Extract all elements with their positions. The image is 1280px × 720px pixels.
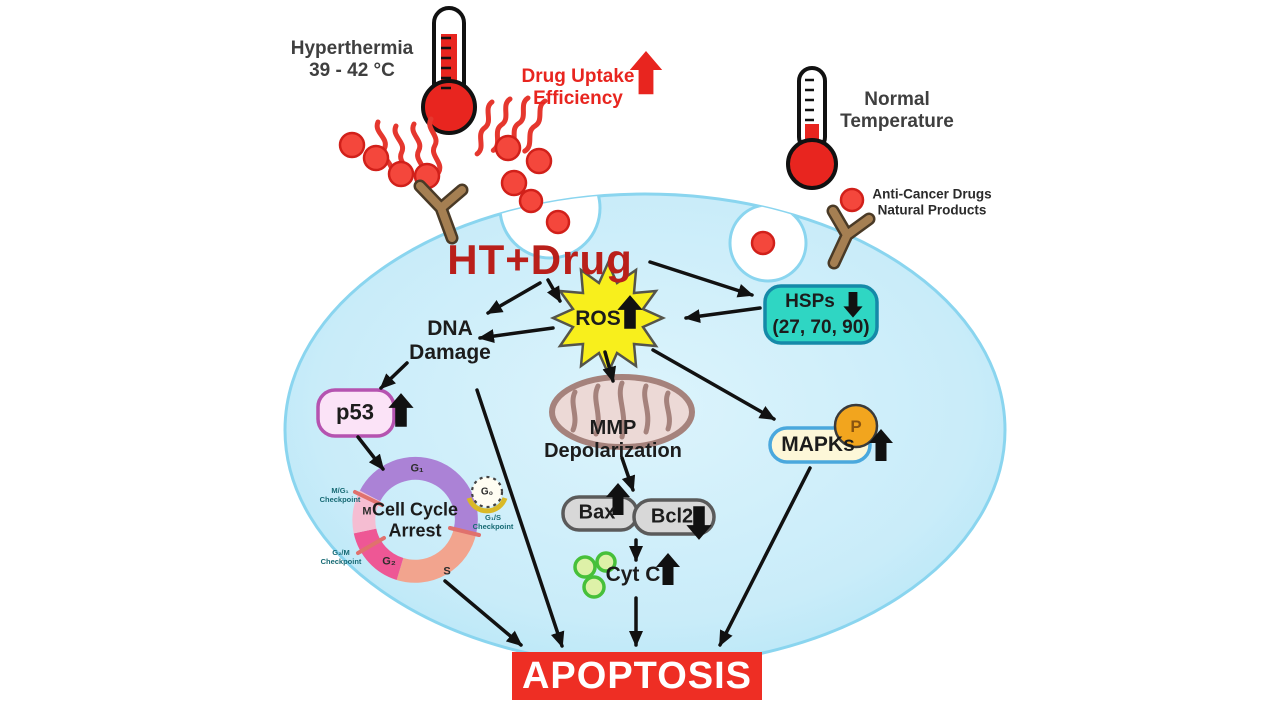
- g0-circle-icon: [466, 475, 508, 514]
- phosphate-badge: [833, 403, 879, 449]
- p53-label: p53: [336, 399, 374, 425]
- checkpoint-tick-icon: [353, 490, 481, 555]
- cytc-molecules-icon: [573, 551, 617, 599]
- phase-g1-label: G₁: [410, 462, 424, 475]
- cell-cycle-diagram: [352, 456, 478, 583]
- drug-particle-icon: [338, 131, 865, 256]
- ros-starburst-icon: [549, 259, 667, 377]
- mapks-label: MAPKs: [781, 432, 855, 456]
- phase-m-label: M: [362, 505, 372, 518]
- phase-g2-label: G₂: [382, 555, 396, 568]
- dna-damage-label: DNA Damage: [409, 316, 491, 364]
- mitochondria-icon: [549, 374, 695, 450]
- hsps-members-label: (27, 70, 90): [772, 317, 870, 339]
- hsps-label: HSPs: [785, 291, 835, 313]
- checkpoint-g1s-label: G₁/S Checkpoint: [472, 513, 514, 531]
- receptor-icon: [413, 179, 876, 270]
- phase-g0-label: G₀: [480, 486, 494, 498]
- hyperthermia-label: Hyperthermia 39 - 42 °C: [290, 38, 414, 81]
- ros-label: ROS: [575, 306, 621, 330]
- phosphate-label: P: [850, 417, 862, 437]
- normal-temperature-label: Normal Temperature: [840, 89, 954, 132]
- thermometer-hot-icon: [421, 6, 477, 135]
- checkpoint-mg1-label: M/G₁ Checkpoint: [319, 486, 361, 504]
- bcl2-label: Bcl2: [650, 505, 694, 528]
- bax-label: Bax: [578, 501, 616, 524]
- thermometer-normal-icon: [786, 66, 838, 190]
- anti-cancer-drugs-label: Anti-Cancer Drugs Natural Products: [872, 186, 992, 217]
- cytc-label: Cyt C: [605, 562, 661, 586]
- pathway-arrows: [356, 260, 812, 648]
- drug-uptake-up-arrow-icon: [629, 51, 663, 95]
- apoptosis-box: [512, 652, 762, 700]
- phase-s-label: S: [443, 565, 451, 578]
- ht-drug-label: HT+Drug: [447, 235, 633, 283]
- cell-cycle-label: Cell Cycle Arrest: [371, 499, 459, 540]
- checkpoint-g2m-label: G₂/M Checkpoint: [320, 548, 362, 566]
- mmp-label: MMP Depolarization: [544, 417, 682, 462]
- apoptosis-label: APOPTOSIS: [521, 655, 753, 698]
- drug-uptake-label: Drug Uptake Efficiency: [521, 66, 635, 109]
- p53-box: [316, 388, 396, 438]
